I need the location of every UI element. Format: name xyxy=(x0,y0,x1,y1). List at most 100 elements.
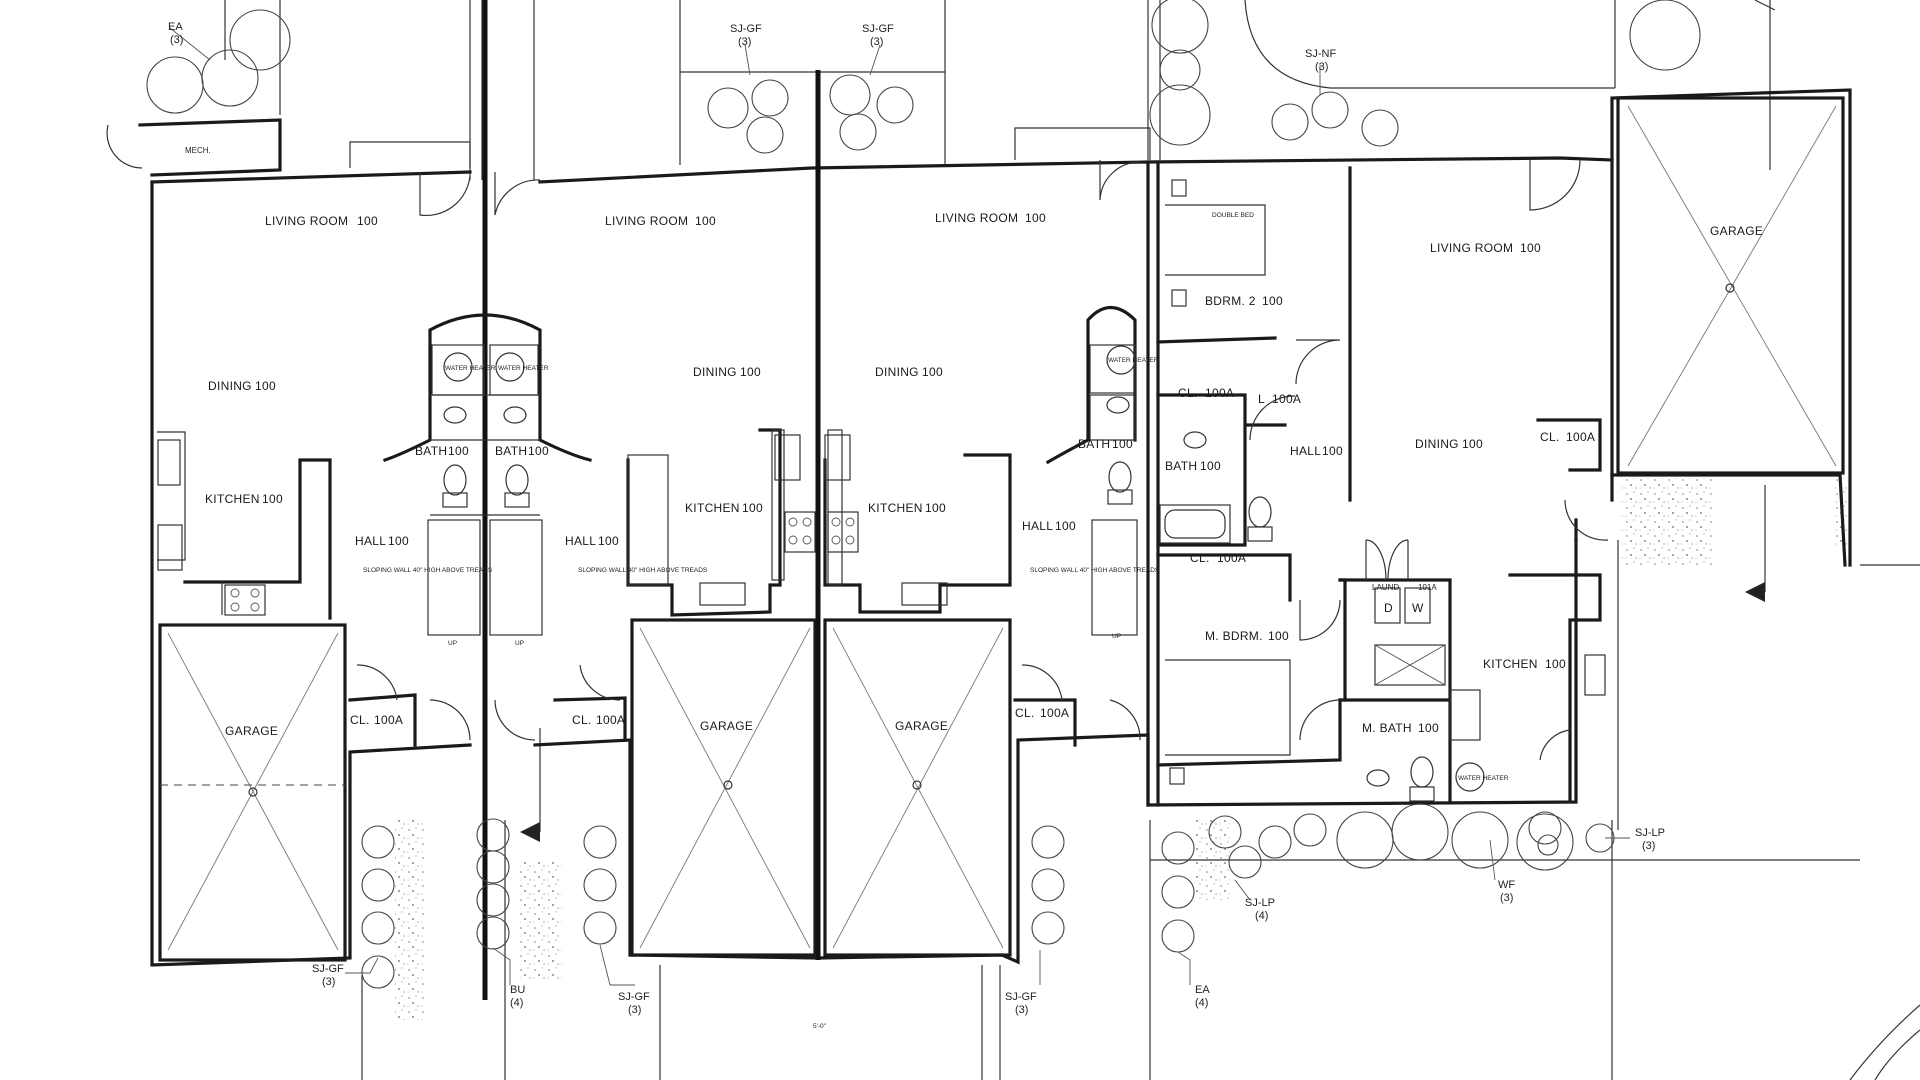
svg-text:HALL: HALL xyxy=(355,534,386,548)
water-heater-label: WATER HEATER xyxy=(445,365,496,372)
stove-icon xyxy=(224,511,859,616)
mech-room: MECH. xyxy=(106,118,282,177)
svg-text:100: 100 xyxy=(740,365,761,379)
svg-text:LIVING ROOM: LIVING ROOM xyxy=(935,211,1018,225)
svg-text:M. BDRM.: M. BDRM. xyxy=(1205,629,1263,643)
svg-text:KITCHEN: KITCHEN xyxy=(1483,657,1538,671)
svg-text:SJ-GF: SJ-GF xyxy=(312,963,344,975)
garage-label: GARAGE xyxy=(225,724,278,738)
svg-text:LIVING ROOM: LIVING ROOM xyxy=(265,214,348,228)
svg-text:100: 100 xyxy=(1262,294,1283,308)
svg-text:CL.: CL. xyxy=(1190,551,1210,565)
svg-text:WF: WF xyxy=(1498,879,1515,891)
svg-text:KITCHEN: KITCHEN xyxy=(685,501,740,515)
svg-text:100: 100 xyxy=(1200,459,1221,473)
svg-text:100A: 100A xyxy=(1566,430,1595,444)
svg-text:100: 100 xyxy=(1112,437,1133,451)
living-room-label: LIVING ROOM 100 xyxy=(1430,241,1541,255)
svg-text:KITCHEN: KITCHEN xyxy=(205,492,260,506)
door-swings xyxy=(356,159,1609,761)
svg-text:(3): (3) xyxy=(322,976,335,988)
closet-label: CL.100A xyxy=(1190,551,1246,565)
svg-text:DINING: DINING xyxy=(875,365,919,379)
plant-tag: SJ-LP(4) xyxy=(1245,897,1275,922)
beds xyxy=(1165,179,1291,785)
closet-label: CL.100A xyxy=(572,713,625,727)
svg-text:100: 100 xyxy=(357,214,378,228)
svg-text:LAUND.: LAUND. xyxy=(1372,583,1401,592)
garage-label: GARAGE xyxy=(1710,224,1763,238)
svg-text:HALL: HALL xyxy=(565,534,596,548)
svg-text:DINING: DINING xyxy=(1415,437,1459,451)
water-heater-label: WATER HEATER xyxy=(1458,775,1509,782)
fixtures xyxy=(157,345,1606,802)
svg-text:101A: 101A xyxy=(1418,583,1437,592)
center-dimension: 5'-0" xyxy=(813,1023,827,1030)
svg-text:SJ-GF: SJ-GF xyxy=(1005,991,1037,1003)
washer-label: W xyxy=(1412,601,1424,615)
double-bed-label: DOUBLE BED xyxy=(1212,212,1254,219)
svg-text:(3): (3) xyxy=(1500,892,1513,904)
stair-direction: UP xyxy=(515,640,524,647)
svg-text:LIVING ROOM: LIVING ROOM xyxy=(1430,241,1513,255)
stair-note: SLOPING WALL 40" HIGH ABOVE TREADS xyxy=(1030,567,1160,574)
svg-text:100: 100 xyxy=(695,214,716,228)
svg-text:KITCHEN: KITCHEN xyxy=(868,501,923,515)
gravel-beds xyxy=(395,478,1850,1020)
garages xyxy=(158,96,1845,962)
closet-label: CL.100A xyxy=(1178,386,1234,400)
plant-tag: SJ-GF(3) xyxy=(618,991,650,1016)
svg-text:BATH: BATH xyxy=(415,444,447,458)
master-bedroom-label: M. BDRM.100 xyxy=(1205,629,1289,643)
plant-tags: EA(3) SJ-GF(3) SJ-GF(3) SJ-NF(3) SJ-GF(3… xyxy=(168,21,1665,1016)
water-heater-icon xyxy=(443,352,473,382)
stairs-unit-1-2 xyxy=(427,519,543,636)
svg-text:EA: EA xyxy=(1195,984,1210,996)
stair-note: SLOPING WALL 40" HIGH ABOVE TREADS xyxy=(363,567,493,574)
svg-text:100: 100 xyxy=(742,501,763,515)
svg-text:(3): (3) xyxy=(628,1004,641,1016)
stair-direction: UP xyxy=(448,640,457,647)
stair-direction: UP xyxy=(1112,633,1121,640)
exterior-walls xyxy=(150,88,1852,967)
svg-text:SJ-GF: SJ-GF xyxy=(730,23,762,35)
svg-text:100: 100 xyxy=(1520,241,1541,255)
site-lines xyxy=(224,0,1920,1080)
svg-text:BU: BU xyxy=(510,984,525,996)
svg-text:100: 100 xyxy=(1322,444,1343,458)
closet-label: CL.100A xyxy=(350,713,403,727)
svg-text:100: 100 xyxy=(448,444,469,458)
svg-text:L: L xyxy=(1258,392,1265,406)
svg-text:100: 100 xyxy=(1025,211,1046,225)
interior-walls xyxy=(157,166,1602,802)
sink-icon xyxy=(443,396,1390,787)
tree-icon xyxy=(146,0,1701,146)
water-heater-label: WATER HEATER xyxy=(498,365,549,372)
svg-text:CL.: CL. xyxy=(1540,430,1560,444)
svg-text:SJ-GF: SJ-GF xyxy=(618,991,650,1003)
svg-text:100: 100 xyxy=(922,365,943,379)
svg-text:100: 100 xyxy=(388,534,409,548)
svg-text:100A: 100A xyxy=(1272,392,1301,406)
kitchen-sink-icon xyxy=(157,524,1606,696)
svg-text:BATH: BATH xyxy=(495,444,527,458)
svg-text:DINING: DINING xyxy=(693,365,737,379)
linen-closet-label: L 100A xyxy=(1258,392,1301,406)
svg-text:(3): (3) xyxy=(170,34,183,46)
water-heater-label: WATER HEATER xyxy=(1108,357,1159,364)
party-walls xyxy=(482,0,821,1000)
plant-tag: SJ-NF(3) xyxy=(1305,48,1336,73)
svg-text:100: 100 xyxy=(1418,721,1439,735)
